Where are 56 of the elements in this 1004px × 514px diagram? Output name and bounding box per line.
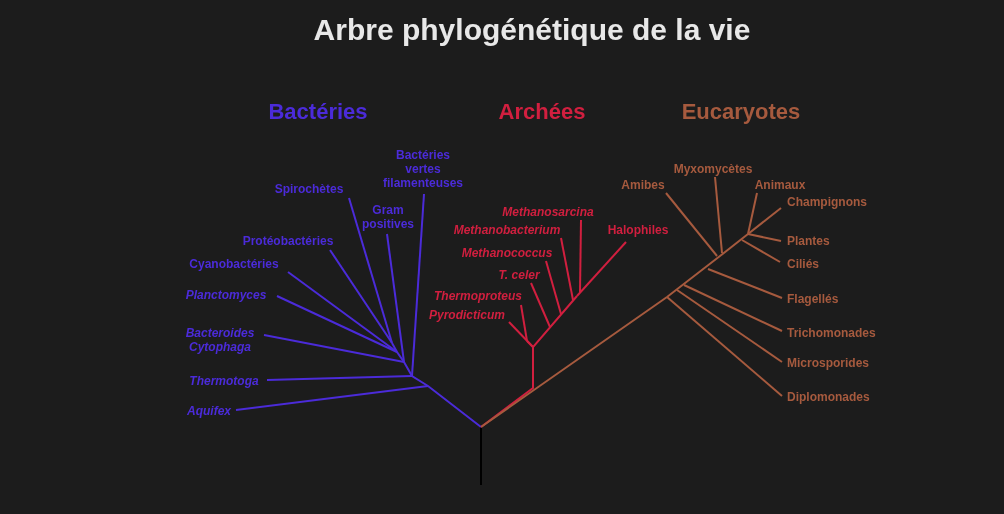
branch-line <box>579 219 582 293</box>
branch-line <box>386 233 405 363</box>
branch-line <box>747 233 782 242</box>
branch-line <box>287 271 398 353</box>
branch-line <box>329 249 393 344</box>
taxon-label: Plantes <box>787 234 830 248</box>
domain-heading: Eucaryotes <box>681 99 801 125</box>
taxon-label: Microsporides <box>787 356 870 370</box>
taxon-label: Protéobactéries <box>242 234 334 248</box>
taxon-label: Thermoproteus <box>434 289 522 303</box>
taxon-label: Methanosarcina <box>502 205 594 219</box>
branch-line <box>560 237 574 301</box>
taxon-label: Animaux <box>754 178 806 192</box>
taxon-label: Flagellés <box>787 292 839 306</box>
branch-line <box>676 289 783 363</box>
taxon-label: Planctomyces <box>185 288 267 302</box>
branch-line <box>545 260 562 315</box>
taxon-label: Gram positives <box>353 203 423 231</box>
branch-line <box>576 241 627 297</box>
taxon-label: Spirochètes <box>274 182 344 196</box>
branch-line <box>747 192 758 235</box>
branch-line <box>707 268 783 299</box>
taxon-label: Thermotoga <box>189 374 259 388</box>
domain-heading: Bactéries <box>268 99 368 125</box>
branch-line <box>665 192 718 257</box>
branch-line <box>683 284 783 332</box>
taxon-label: Ciliés <box>787 257 819 271</box>
taxon-label: Pyrodicticum <box>429 308 505 322</box>
branch-line <box>508 321 534 348</box>
taxon-label: Bacteroides Cytophaga <box>175 326 265 354</box>
branch-line <box>263 334 405 363</box>
branch-line <box>714 176 723 254</box>
taxon-label: Aquifex <box>187 404 231 418</box>
taxon-label: Champignons <box>787 195 867 209</box>
branch-line <box>411 193 425 377</box>
branch-line <box>276 295 398 353</box>
taxon-label: Methanobacterium <box>453 223 561 237</box>
branch-line <box>530 282 551 328</box>
domain-heading: Archées <box>498 99 586 125</box>
taxon-label: Methanococcus <box>461 246 553 260</box>
branch-line <box>747 207 782 235</box>
taxon-label: T. celer <box>498 268 540 282</box>
taxon-label: Cyanobactéries <box>189 257 279 271</box>
taxon-label: Halophiles <box>607 223 669 237</box>
branch-line <box>266 375 413 381</box>
taxon-label: Amibes <box>621 178 665 192</box>
taxon-label: Trichomonades <box>787 326 876 340</box>
taxon-label: Myxomycètes <box>673 162 753 176</box>
branch-line <box>520 304 528 342</box>
branch-line <box>666 296 783 397</box>
branch-line <box>235 385 429 411</box>
title: Arbre phylogénétique de la vie <box>313 13 751 47</box>
taxon-label: Diplomonades <box>787 390 870 404</box>
branch-line <box>741 239 781 263</box>
taxon-label: Bactéries vertes filamenteuses <box>378 148 468 190</box>
branch-line <box>348 197 393 344</box>
